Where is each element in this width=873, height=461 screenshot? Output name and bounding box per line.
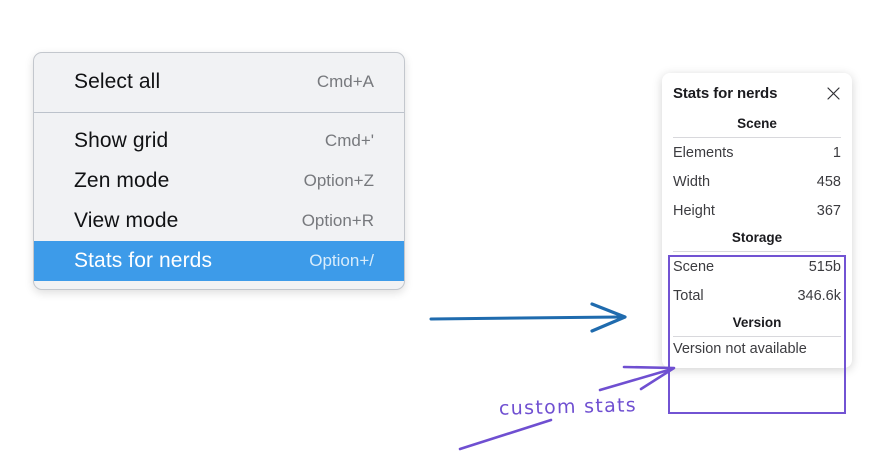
stat-value: 515b (808, 258, 841, 275)
menu-divider (34, 112, 404, 113)
menu-item-shortcut: Option+/ (309, 251, 374, 270)
menu-item-shortcut: Option+R (301, 211, 374, 230)
blue-arrow-menu-to-panel (429, 302, 627, 333)
stats-section-version: Version Version not available (662, 310, 852, 359)
stat-value: 367 (816, 202, 841, 219)
menu-item-zen-mode[interactable]: Zen mode Option+Z (34, 161, 404, 201)
menu-item-view-mode[interactable]: View mode Option+R (34, 201, 404, 241)
menu-item-label: Stats for nerds (74, 249, 213, 272)
menu-item-show-grid[interactable]: Show grid Cmd+' (34, 121, 404, 161)
close-icon[interactable] (826, 86, 841, 101)
menu-item-label: Show grid (74, 129, 169, 152)
table-row: Height 367 (662, 196, 852, 225)
table-row: Width 458 (662, 167, 852, 196)
purple-arrow-to-version (598, 365, 676, 392)
stat-value: 1 (832, 144, 841, 161)
menu-group-view: Show grid Cmd+' Zen mode Option+Z View m… (34, 113, 404, 289)
handwritten-annotation-label: custom stats (498, 394, 638, 420)
menu-item-shortcut: Cmd+A (316, 72, 374, 91)
stat-key: Scene (673, 258, 715, 275)
section-rule (673, 336, 841, 337)
menu-item-label: Zen mode (74, 169, 170, 192)
menu-item-select-all[interactable]: Select all Cmd+A (34, 62, 404, 102)
panel-header: Stats for nerds (662, 83, 852, 102)
stat-key: Elements (673, 144, 734, 161)
stat-key: Height (673, 202, 715, 219)
stats-section-scene: Scene Elements 1 Width 458 Height 367 (662, 111, 852, 225)
stat-value: 346.6k (797, 287, 841, 304)
table-row: Scene 515b (662, 252, 852, 281)
menu-item-label: View mode (74, 209, 179, 232)
purple-underline-stroke (458, 418, 553, 451)
section-heading: Version (732, 315, 782, 330)
section-rule (673, 251, 841, 252)
menu-item-stats-for-nerds[interactable]: Stats for nerds Option+/ (34, 241, 404, 281)
stat-key: Width (673, 173, 711, 190)
stat-key: Total (673, 287, 704, 304)
section-heading: Storage (731, 230, 783, 245)
stat-value: 458 (816, 173, 841, 190)
menu-item-label: Select all (74, 70, 161, 93)
stats-for-nerds-panel: Stats for nerds Scene Elements 1 Width 4… (662, 73, 852, 368)
panel-title: Stats for nerds (673, 85, 778, 102)
menu-item-shortcut: Cmd+' (324, 131, 374, 150)
stats-section-storage: Storage Scene 515b Total 346.6k (662, 225, 852, 310)
canvas-context-menu[interactable]: Select all Cmd+A Show grid Cmd+' Zen mod… (33, 52, 405, 290)
section-rule (673, 137, 841, 138)
table-row: Total 346.6k (662, 281, 852, 310)
section-heading: Scene (737, 116, 777, 131)
version-note: Version not available (673, 341, 807, 357)
table-row: Elements 1 (662, 138, 852, 167)
menu-item-shortcut: Option+Z (303, 171, 374, 190)
menu-group-selection: Select all Cmd+A (34, 53, 404, 112)
